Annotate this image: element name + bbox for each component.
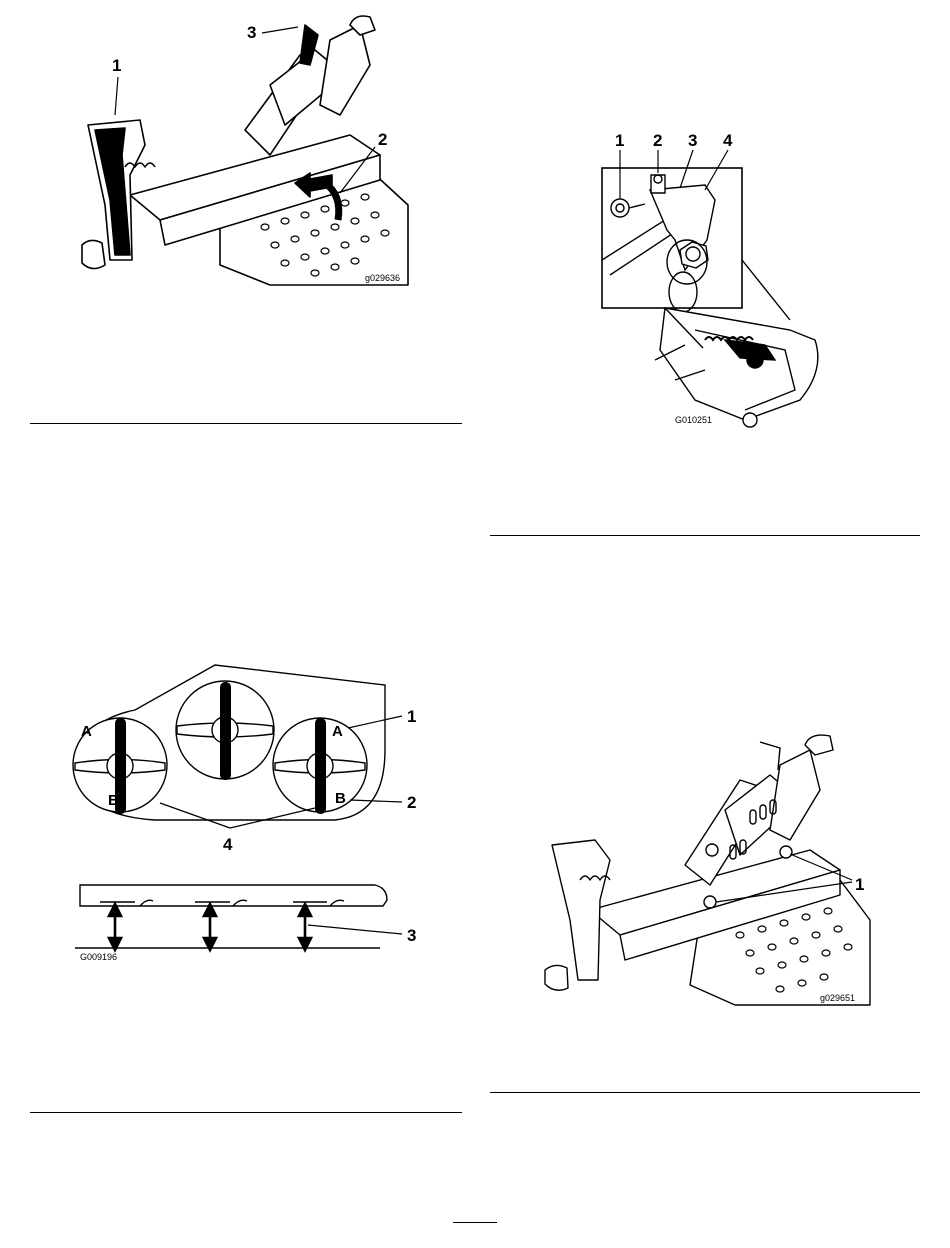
callout-1: 1 bbox=[855, 875, 864, 894]
callout-4: 4 bbox=[723, 131, 733, 150]
callout-2: 2 bbox=[653, 131, 662, 150]
figure-drawing: A B A B 1 2 4 3 G009 bbox=[65, 660, 445, 965]
divider bbox=[490, 535, 920, 536]
callout-4: 4 bbox=[223, 835, 233, 854]
figure-id: g029651 bbox=[820, 993, 855, 1003]
callout-1: 1 bbox=[112, 56, 121, 75]
blade-tip-b-left: B bbox=[108, 792, 119, 809]
callout-1: 1 bbox=[407, 707, 416, 726]
figure-pedal-bolts: 1 g029651 bbox=[540, 730, 875, 1015]
divider bbox=[30, 1112, 462, 1113]
figure-drawing: 1 g029651 bbox=[540, 730, 875, 1015]
figure-drawing: 1 2 3 g029636 bbox=[70, 5, 415, 295]
callout-2: 2 bbox=[407, 793, 416, 812]
figure-id: G010251 bbox=[675, 415, 712, 425]
figure-deck-adjustment-detail: 1 2 3 4 G010251 bbox=[595, 130, 835, 430]
blade-tip-a-left: A bbox=[81, 723, 92, 740]
blade-tip-a-right: A bbox=[332, 723, 343, 740]
figure-blade-position: A B A B 1 2 4 3 G009 bbox=[65, 660, 445, 965]
figure-drawing: 1 2 3 4 G010251 bbox=[595, 130, 835, 430]
blade-tip-b-right: B bbox=[335, 790, 346, 807]
divider bbox=[490, 1092, 920, 1093]
callout-2: 2 bbox=[378, 130, 387, 149]
figure-id: g029636 bbox=[365, 273, 400, 283]
divider bbox=[30, 423, 462, 424]
callout-1: 1 bbox=[615, 131, 624, 150]
callout-3: 3 bbox=[688, 131, 697, 150]
figure-id: G009196 bbox=[80, 952, 117, 962]
page-number-rule bbox=[453, 1222, 497, 1223]
figure-parking-brake-handle: 1 2 3 g029636 bbox=[70, 5, 415, 295]
callout-3: 3 bbox=[407, 926, 416, 945]
callout-3: 3 bbox=[247, 23, 256, 42]
